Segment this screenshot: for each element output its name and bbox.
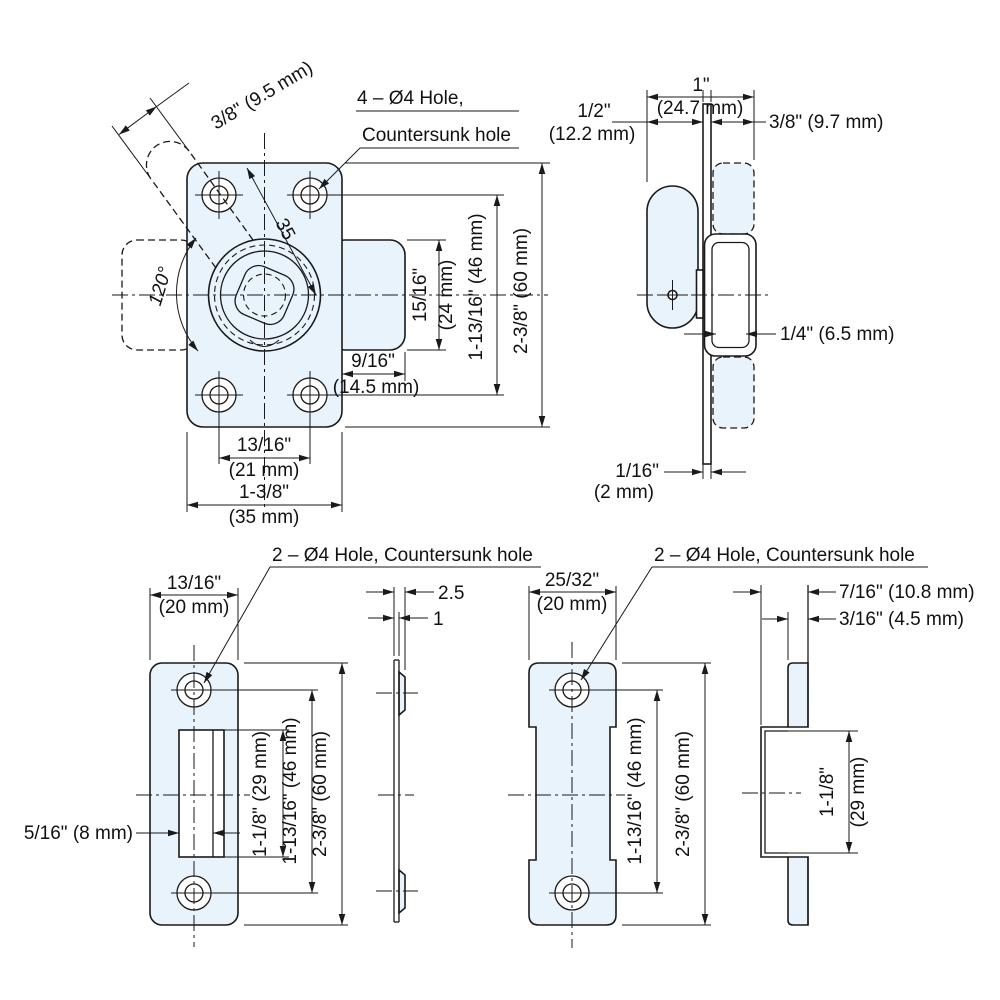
dim-bolt-height-mm: (24 mm) xyxy=(436,260,457,331)
dim-hole-span-v: 1-13/16" (46 mm) xyxy=(466,213,487,360)
dim-keeper-width-mm: (20 mm) xyxy=(537,594,608,615)
dim-strike-height: 2-3/8" (60 mm) xyxy=(310,731,331,857)
dim-bolt-height-in: 15/16" xyxy=(410,268,431,322)
strike-profile-view: 2.5 1 xyxy=(366,583,464,923)
lever-side-phantom-up xyxy=(712,162,755,235)
dim-lever-width: 3/8" (9.5 mm) xyxy=(208,57,317,134)
dim-front-mm: (12.2 mm) xyxy=(549,124,636,145)
dim-strike-width-in: 13/16" xyxy=(167,573,221,594)
keeper-flange-inner xyxy=(764,730,788,854)
side-view: 1" (24.7 mm) 1/2" (12.2 mm) 3/8" (9.7 mm… xyxy=(549,75,895,503)
dim-hole-span-h-mm: (21 mm) xyxy=(229,460,300,481)
dim-plate-in: 1/16" xyxy=(615,461,659,482)
dim-flange-mm: (29 mm) xyxy=(848,757,869,828)
strike-callout: 2 – Ø4 Hole, Countersunk hole xyxy=(272,545,533,566)
front-dimensions: 3/8" (9.5 mm) 35 120° 15/16" (24 mm) 9/1… xyxy=(118,57,550,528)
dim-lever: 1/4" (6.5 mm) xyxy=(780,324,894,345)
dim-overall-in: 1" xyxy=(692,75,709,96)
front-hole-callout: 4 – Ø4 Hole, Countersunk hole xyxy=(318,88,519,190)
keeper-flange-outer xyxy=(760,726,788,858)
dim-overall-mm: (24.7 mm) xyxy=(657,98,744,119)
strike-profile-dimensions: 2.5 1 xyxy=(366,583,464,670)
strike-slot xyxy=(178,729,225,858)
keeper-view: 25/32" (20 mm) 1-13/16" (46 mm) 2-3/8" (… xyxy=(508,545,928,948)
keeper-profile-dimensions: 7/16" (10.8 mm) 3/16" (4.5 mm) 1-1/8" (2… xyxy=(733,582,975,854)
dim-tab: 3/16" (4.5 mm) xyxy=(839,609,964,630)
front-callout-line2: Countersunk hole xyxy=(362,125,511,146)
dim-slot-width: 5/16" (8 mm) xyxy=(24,823,133,844)
dim-slot-height: 1-1/8" (29 mm) xyxy=(250,731,271,857)
strike-dimensions: 13/16" (20 mm) 5/16" (8 mm) 1-1/8" (29 m… xyxy=(24,573,348,926)
knob-side xyxy=(646,185,699,329)
dim-offset: 7/16" (10.8 mm) xyxy=(839,582,975,603)
dim-keeper-height: 2-3/8" (60 mm) xyxy=(673,731,694,857)
keeper-profile-tab-bottom xyxy=(787,856,809,926)
keeper-plate xyxy=(528,662,617,926)
dim-front-in: 1/2" xyxy=(577,101,610,122)
dim-strike-width-mm: (20 mm) xyxy=(159,597,230,618)
dim-rear: 3/8" (9.7 mm) xyxy=(769,112,883,133)
dim-total-thickness: 2.5 xyxy=(438,583,464,604)
dim-rotation-angle: 120° xyxy=(145,264,177,308)
strike-view: 13/16" (20 mm) 5/16" (8 mm) 1-1/8" (29 m… xyxy=(24,545,541,947)
dim-strike-hole-span: 1-13/16" (46 mm) xyxy=(280,717,301,864)
keeper-hole-callout: 2 – Ø4 Hole, Countersunk hole xyxy=(580,545,928,681)
dim-plate-height: 2-3/8" (60 mm) xyxy=(511,228,532,354)
front-callout-line1: 4 – Ø4 Hole, xyxy=(357,88,464,109)
dim-plate-width-in: 1-3/8" xyxy=(239,482,289,503)
dim-plate-thickness: 1 xyxy=(433,609,444,630)
dim-bolt-reach-in: 9/16" xyxy=(351,351,395,372)
keeper-callout: 2 – Ø4 Hole, Countersunk hole xyxy=(654,545,915,566)
bolt-side xyxy=(695,269,704,319)
dim-keeper-hole-span: 1-13/16" (46 mm) xyxy=(625,717,646,864)
knob-detail-arc xyxy=(249,339,280,347)
dim-hole-span-h-in: 13/16" xyxy=(237,435,291,456)
lever-side-phantom-down xyxy=(712,356,755,429)
keeper-profile-view: 7/16" (10.8 mm) 3/16" (4.5 mm) 1-1/8" (2… xyxy=(733,582,975,926)
dim-flange-in: 1-1/8" xyxy=(817,767,838,817)
strike-hole-callout: 2 – Ø4 Hole, Countersunk hole xyxy=(203,545,541,684)
keeper-profile-tab-top xyxy=(787,662,809,728)
dim-keeper-width-in: 25/32" xyxy=(545,570,599,591)
keeper-dimensions: 25/32" (20 mm) 1-13/16" (46 mm) 2-3/8" (… xyxy=(528,570,711,926)
dim-plate-mm: (2 mm) xyxy=(594,482,654,503)
front-view: 3/8" (9.5 mm) 35 120° 15/16" (24 mm) 9/1… xyxy=(111,57,550,528)
dim-plate-width-mm: (35 mm) xyxy=(229,507,300,528)
side-dimensions: 1" (24.7 mm) 1/2" (12.2 mm) 3/8" (9.7 mm… xyxy=(549,75,895,503)
dim-bolt-reach-mm: (14.5 mm) xyxy=(333,377,420,398)
